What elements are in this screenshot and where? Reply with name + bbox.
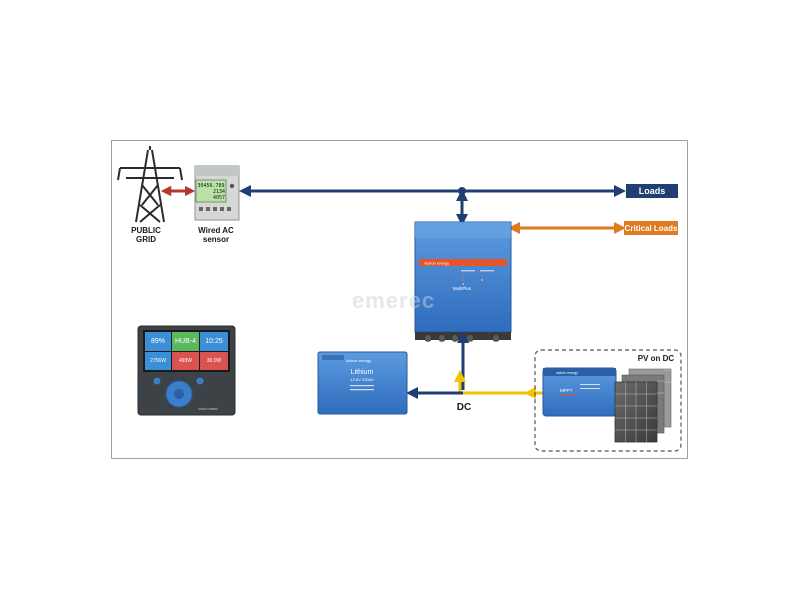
pv-on-dc-label: PV on DC: [637, 354, 675, 363]
loads-tag: Loads: [626, 184, 678, 198]
gx-tile-5: 493W: [179, 358, 192, 364]
lithium-battery: victron energy Lithium 12.8V 200Ah: [317, 351, 408, 415]
mppt-title: MPPT: [560, 388, 573, 393]
inverter-brand: victron energy: [424, 261, 449, 266]
mppt-brand: victron energy: [556, 371, 578, 375]
battery-subtitle: 12.8V 200Ah: [350, 377, 373, 382]
gx-tile-6: 30.0W: [207, 358, 222, 364]
gx-footer: color control: [198, 407, 217, 411]
gx-color-control-display: 89% HUB-4 10:25 2756W 493W 30.0W color c…: [137, 325, 236, 416]
ac-junction: [458, 187, 466, 195]
multiplus-inverter: victron energy MultiPlus: [414, 221, 512, 342]
meter-line3: 4057: [213, 195, 225, 201]
pv-on-dc-group: [534, 349, 682, 452]
meter-line1: 30456.789: [197, 183, 224, 189]
mppt-charger: victron energy MPPT: [542, 367, 617, 417]
power-pylon-icon: [117, 146, 183, 223]
gx-right-button[interactable]: [196, 377, 204, 385]
inverter-title: MultiPlus: [453, 286, 472, 291]
battery-title: Lithium: [351, 369, 374, 376]
public-grid-label: PUBLIC GRID: [131, 226, 161, 245]
watermark: emerec: [352, 288, 436, 313]
meter-line2: 2134: [213, 189, 225, 195]
gx-tile-2: HUB-4: [175, 338, 196, 345]
energy-meter: 30456.789 2134 4057: [194, 165, 240, 221]
battery-brand: victron energy: [346, 358, 371, 363]
solar-panels-icon: [614, 368, 672, 443]
gx-left-button[interactable]: [153, 377, 161, 385]
gx-tile-1: 89%: [151, 338, 165, 345]
critical-loads-tag: Critical Loads: [624, 221, 678, 235]
wired-ac-sensor-label: Wired AC sensor: [198, 226, 234, 245]
dc-label: DC: [456, 402, 472, 413]
gx-tile-3: 10:25: [205, 338, 223, 345]
gx-tile-4: 2756W: [150, 358, 166, 364]
